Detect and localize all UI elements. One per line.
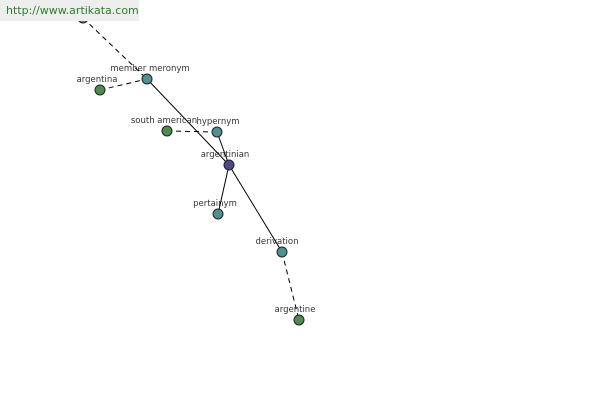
edge-top-to-member-meronym: [82, 17, 148, 80]
graph-nodes: [77, 12, 305, 326]
edge-hypernym-to-argentinian: [216, 131, 230, 166]
node-south-american[interactable]: [161, 125, 173, 137]
node-label-hypernym: hypernym: [196, 117, 239, 127]
node-label-derivation: derivation: [255, 237, 298, 247]
node-label-member-meronym: member meronym: [110, 64, 189, 74]
node-label-pertainym: pertainym: [193, 199, 237, 209]
edge-derivation-to-argentine: [281, 251, 300, 321]
edge-argentinian-to-pertainym: [217, 164, 230, 215]
edge-member-meronym-to-argentinian: [146, 78, 230, 166]
edge-south-american-to-hypernym: [166, 130, 218, 133]
node-pertainym[interactable]: [212, 208, 224, 220]
node-hypernym[interactable]: [211, 126, 223, 138]
edge-argentinian-to-derivation: [228, 164, 283, 253]
node-argentine[interactable]: [293, 314, 305, 326]
site-url-banner[interactable]: http://www.artikata.com: [0, 0, 139, 21]
node-argentina[interactable]: [94, 84, 106, 96]
node-label-south-american: south american: [131, 116, 197, 126]
node-label-argentinian: argentinian: [201, 150, 250, 160]
node-member-meronym[interactable]: [141, 73, 153, 85]
node-label-argentine: argentine: [275, 305, 316, 315]
node-label-argentina: argentina: [77, 75, 118, 85]
node-derivation[interactable]: [276, 246, 288, 258]
edge-argentina-to-member-meronym: [99, 78, 148, 91]
graph-edges: [82, 17, 300, 321]
node-argentinian[interactable]: [223, 159, 235, 171]
